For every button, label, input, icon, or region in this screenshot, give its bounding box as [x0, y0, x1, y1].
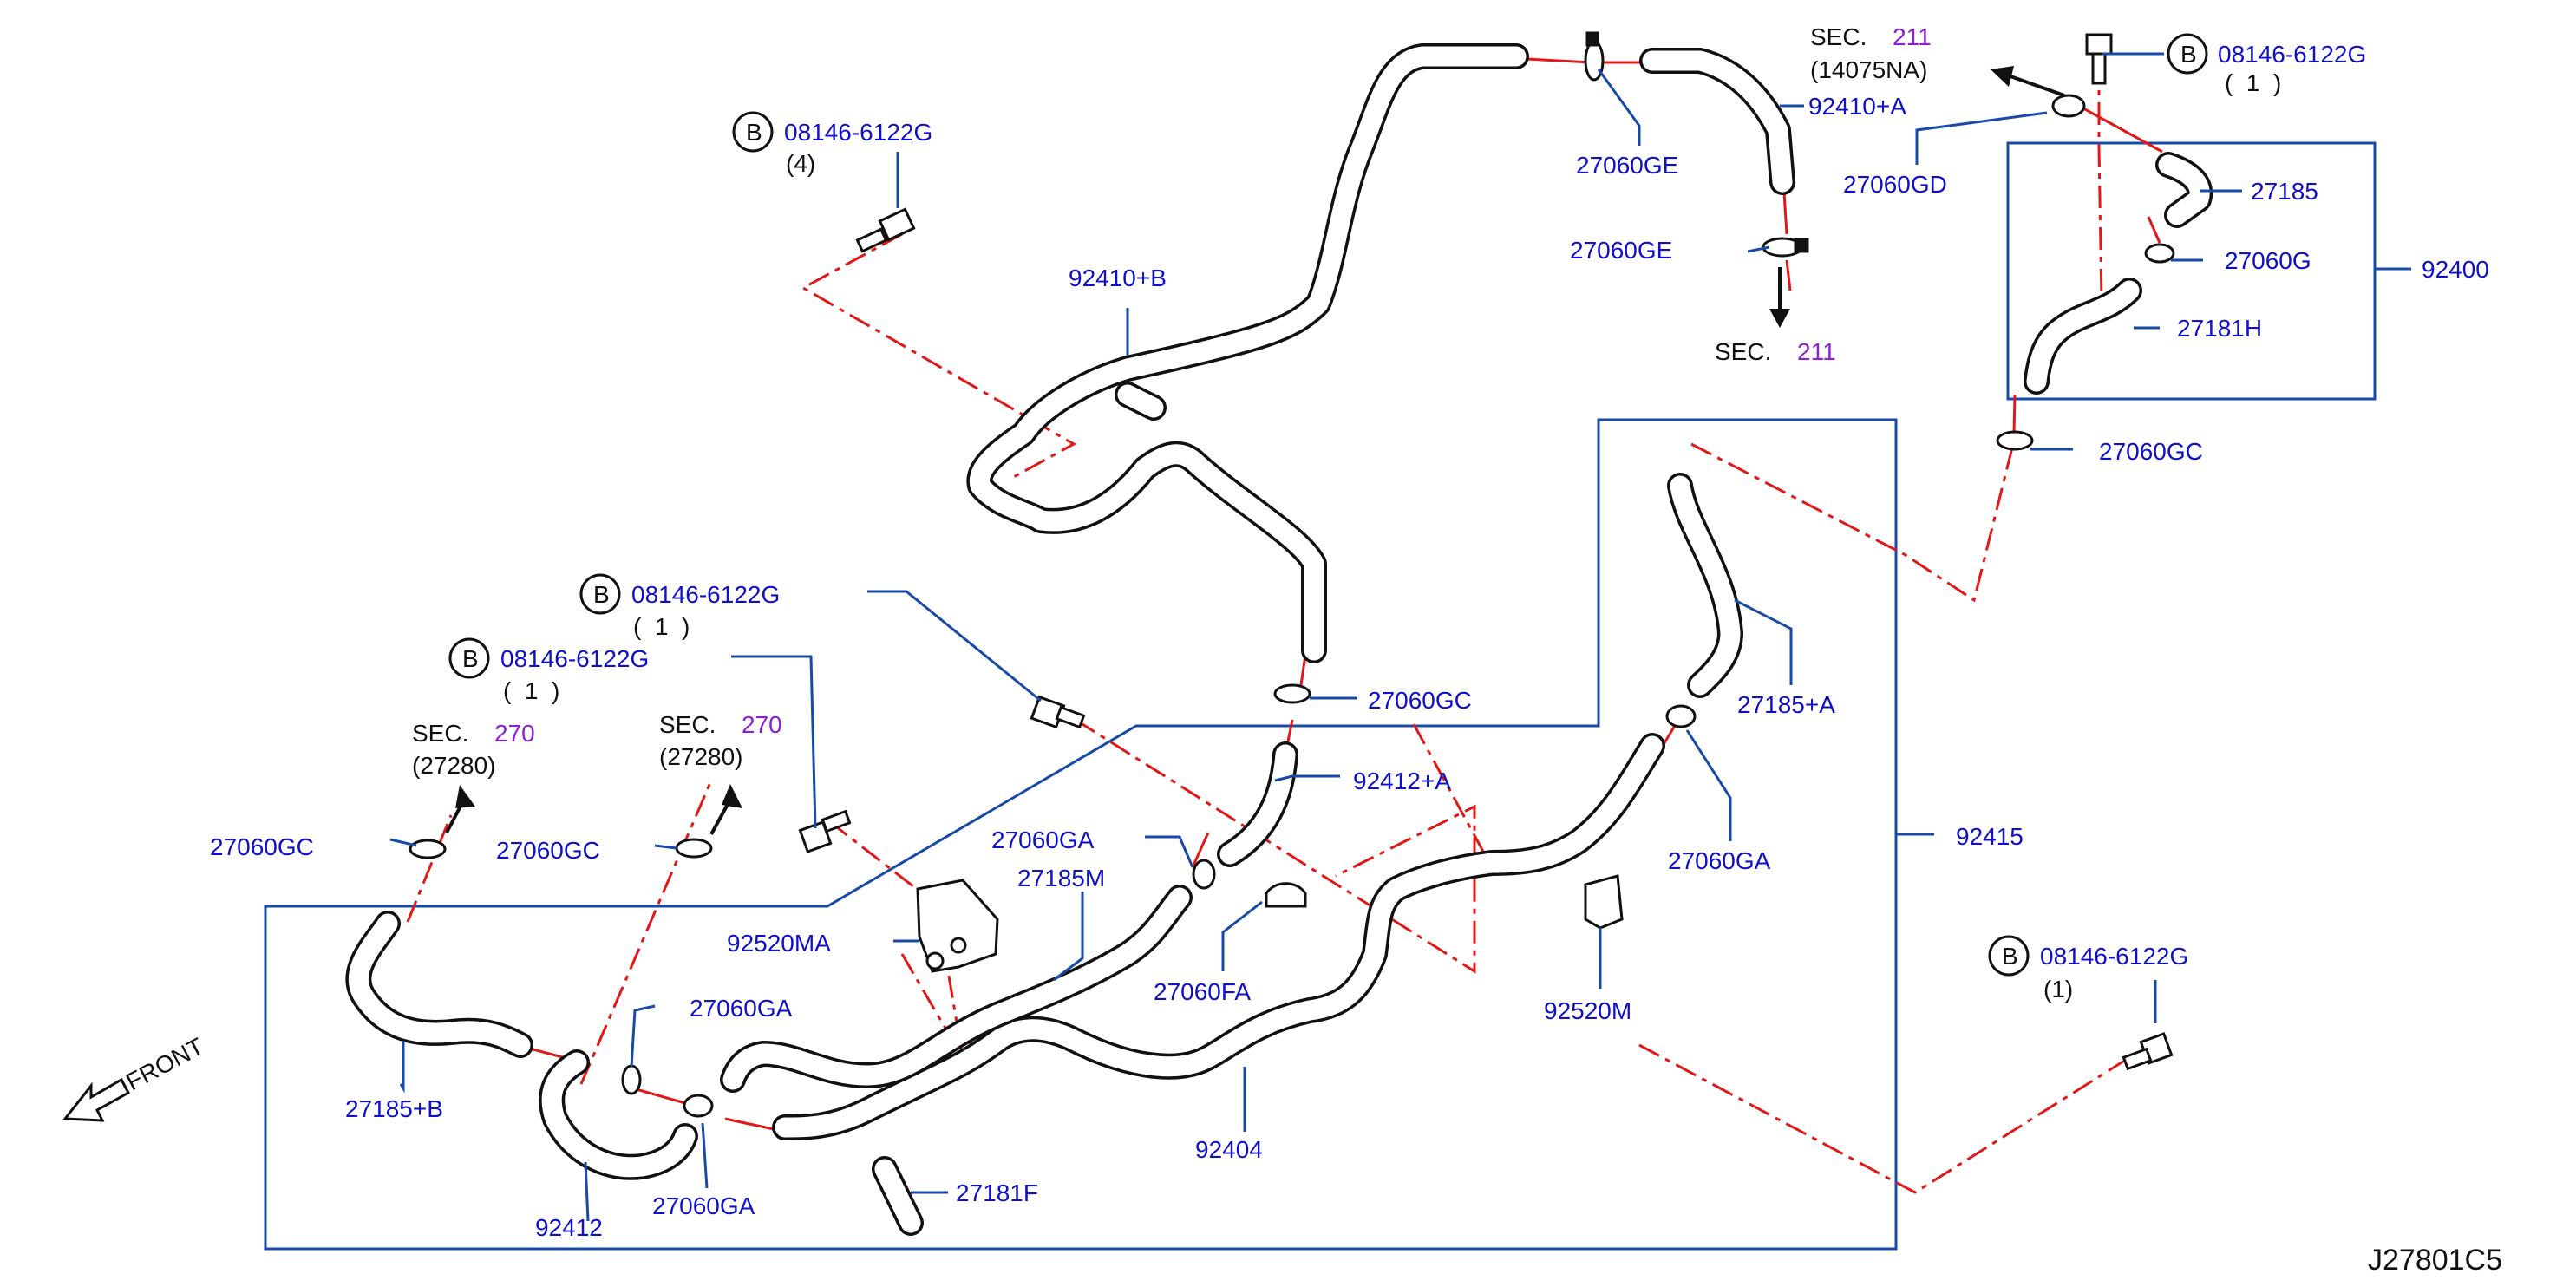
part-27060gc-center: 27060GC — [1368, 687, 1472, 714]
part-27060gc-far-left: 27060GC — [210, 833, 314, 860]
bolt-b-letter-4: B — [462, 645, 479, 672]
part-27181f: 27181F — [956, 1179, 1038, 1206]
part-92412a: 92412+A — [1353, 768, 1451, 794]
bracket-92520ma — [916, 879, 999, 973]
bolt-mid-1-qty: ( 1 ) — [633, 613, 690, 640]
front-arrow-icon — [62, 1077, 131, 1122]
arrow-down-icon — [1769, 309, 1790, 328]
part-92520m: 92520M — [1544, 997, 1631, 1024]
bolt-b-letter-2: B — [2180, 41, 2197, 68]
part-27185a: 27185+A — [1737, 691, 1835, 718]
group-box-92400 — [2006, 141, 2377, 401]
sec-270-right-sub: (27280) — [659, 743, 743, 770]
clamp-27060g — [2144, 243, 2175, 264]
clamp-27060gc-far-left — [409, 839, 447, 859]
part-27060fa: 27060FA — [1154, 978, 1251, 1005]
part-27060ga-bottom: 27060GA — [652, 1192, 755, 1219]
part-27185: 27185 — [2251, 178, 2318, 205]
hose-92410-b — [966, 43, 1529, 663]
bolt-top-left-icon — [855, 207, 916, 253]
bolt-b-letter-1: B — [746, 119, 762, 146]
sec-211-top-num: 211 — [1893, 23, 1932, 50]
sec-211-lower: SEC. — [1715, 338, 1771, 365]
bolt-top-right-icon — [2085, 33, 2113, 85]
sec-270-right-num: 270 — [742, 711, 782, 738]
part-92404: 92404 — [1195, 1136, 1263, 1163]
sec-270-right: SEC. — [659, 711, 716, 738]
bolt-top-left-qty: (4) — [786, 150, 815, 177]
clamp-27060ga-left — [621, 1064, 642, 1095]
part-27060gc-right: 27060GC — [2099, 438, 2203, 465]
bracket-92520m — [1584, 874, 1624, 930]
bolt-top-right-label: 08146-6122G — [2218, 41, 2366, 68]
part-27060ge-mid: 27060GE — [1570, 237, 1672, 264]
bolt-mid-2-icon — [798, 809, 852, 853]
part-92412: 92412 — [535, 1214, 603, 1241]
bolt-mid-1-icon — [1030, 695, 1086, 729]
clamp-27060gc-left — [675, 838, 713, 859]
clip-27060fa — [1265, 882, 1307, 908]
part-92410a: 92410+A — [1808, 93, 1906, 120]
part-92520ma: 92520MA — [727, 930, 831, 957]
clamp-27060gc-right — [1996, 430, 2034, 451]
clamp-27060ga-mid — [1192, 859, 1216, 890]
arrow-up-right-icon — [455, 785, 475, 808]
arrow-up-left-icon — [1991, 66, 2014, 87]
part-92415: 92415 — [1956, 823, 2024, 850]
bolt-b-markers — [448, 33, 2208, 977]
part-27060ga-mid: 27060GA — [991, 826, 1095, 853]
front-label: FRONT — [121, 1033, 208, 1096]
part-92410b: 92410+B — [1069, 265, 1167, 291]
bolt-mid-2-label: 08146-6122G — [500, 645, 649, 672]
clamp-27060ga-bottom — [683, 1094, 714, 1118]
sec-270-left-sub: (27280) — [412, 752, 496, 779]
arrow-up-right-icon-2 — [722, 784, 742, 808]
hoses — [345, 43, 2213, 1236]
bolt-b-letter-3: B — [593, 581, 610, 608]
part-27060ge-top: 27060GE — [1576, 152, 1678, 179]
bolt-lower-right-icon — [2122, 1032, 2174, 1071]
bolt-top-left-label: 08146-6122G — [784, 119, 932, 146]
bolt-b-letter-5: B — [2002, 943, 2018, 970]
bolt-mid-1-label: 08146-6122G — [631, 581, 780, 608]
part-27060ga-right: 27060GA — [1668, 847, 1771, 874]
drawing-ref: J27801C5 — [2368, 1244, 2502, 1277]
sec-211-lower-num: 211 — [1797, 338, 1836, 365]
part-27060gd: 27060GD — [1843, 171, 1947, 198]
part-27060g: 27060G — [2225, 247, 2311, 274]
part-27185b: 27185+B — [345, 1095, 443, 1122]
bolt-lower-right-qty: (1) — [2043, 976, 2073, 1003]
part-27060ga-left: 27060GA — [690, 995, 793, 1022]
labels: B B B B B SEC. 211 (14075NA) SEC. 211 SE… — [121, 23, 2502, 1277]
sec-270-left: SEC. — [412, 720, 468, 747]
part-27181h: 27181H — [2177, 315, 2262, 342]
sec-270-left-num: 270 — [494, 720, 535, 747]
bolt-top-right-qty: ( 1 ) — [2225, 69, 2281, 96]
part-92400: 92400 — [2422, 256, 2489, 283]
clamp-27060gc-center — [1273, 683, 1311, 704]
bolt-lower-right-label: 08146-6122G — [2040, 943, 2188, 970]
bolt-mid-2-qty: ( 1 ) — [503, 677, 559, 704]
leader-lines — [389, 52, 2411, 1222]
bolts — [798, 33, 2174, 1071]
sec-211-top-sub: (14075NA) — [1810, 56, 1927, 83]
clamp-27060gd — [2051, 94, 2086, 118]
part-27185m: 27185M — [1017, 865, 1105, 892]
part-27060gc-left: 27060GC — [496, 837, 600, 864]
section-arrows — [62, 66, 2065, 1122]
clamp-27060ga-right — [1665, 704, 1697, 728]
group-box-92415 — [264, 418, 1898, 1251]
sec-211-top: SEC. — [1810, 23, 1867, 50]
clamp-27060ge-top — [1584, 40, 1605, 82]
